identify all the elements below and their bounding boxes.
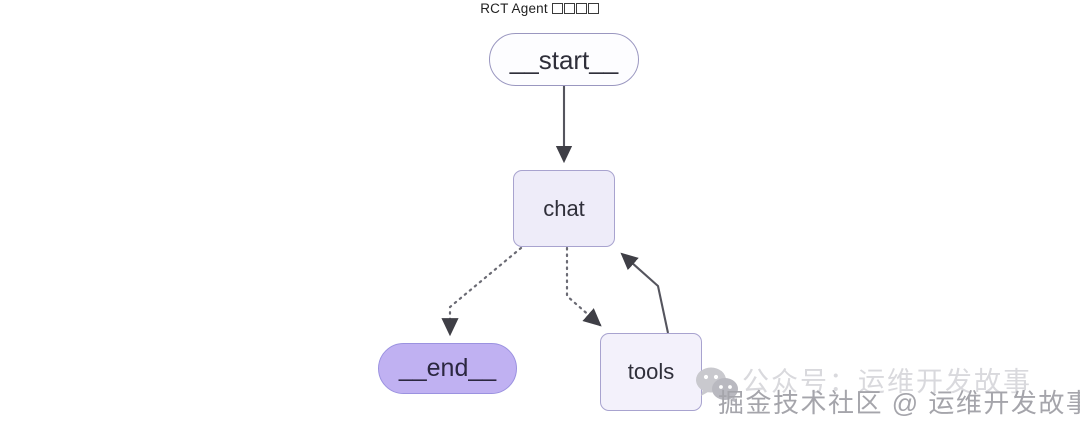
page-title-text: RCT Agent <box>480 1 552 16</box>
wechat-logo-icon <box>696 367 738 403</box>
node-tools[interactable]: tools <box>600 333 702 411</box>
node-chat[interactable]: chat <box>513 170 615 247</box>
edge-tools-to-chat <box>620 252 670 334</box>
page-title: RCT Agent <box>0 0 1080 17</box>
node-tools-label: tools <box>627 359 675 384</box>
edge-chat-to-end <box>441 246 523 337</box>
node-end[interactable]: __end__ <box>378 343 517 394</box>
node-start-label: __start__ <box>509 44 619 75</box>
node-start[interactable]: __start__ <box>489 33 639 86</box>
title-cjk-placeholder <box>552 1 600 16</box>
edge-chat-to-tools <box>565 246 602 327</box>
node-chat-label: chat <box>543 195 585 221</box>
node-end-label: __end__ <box>398 354 497 382</box>
